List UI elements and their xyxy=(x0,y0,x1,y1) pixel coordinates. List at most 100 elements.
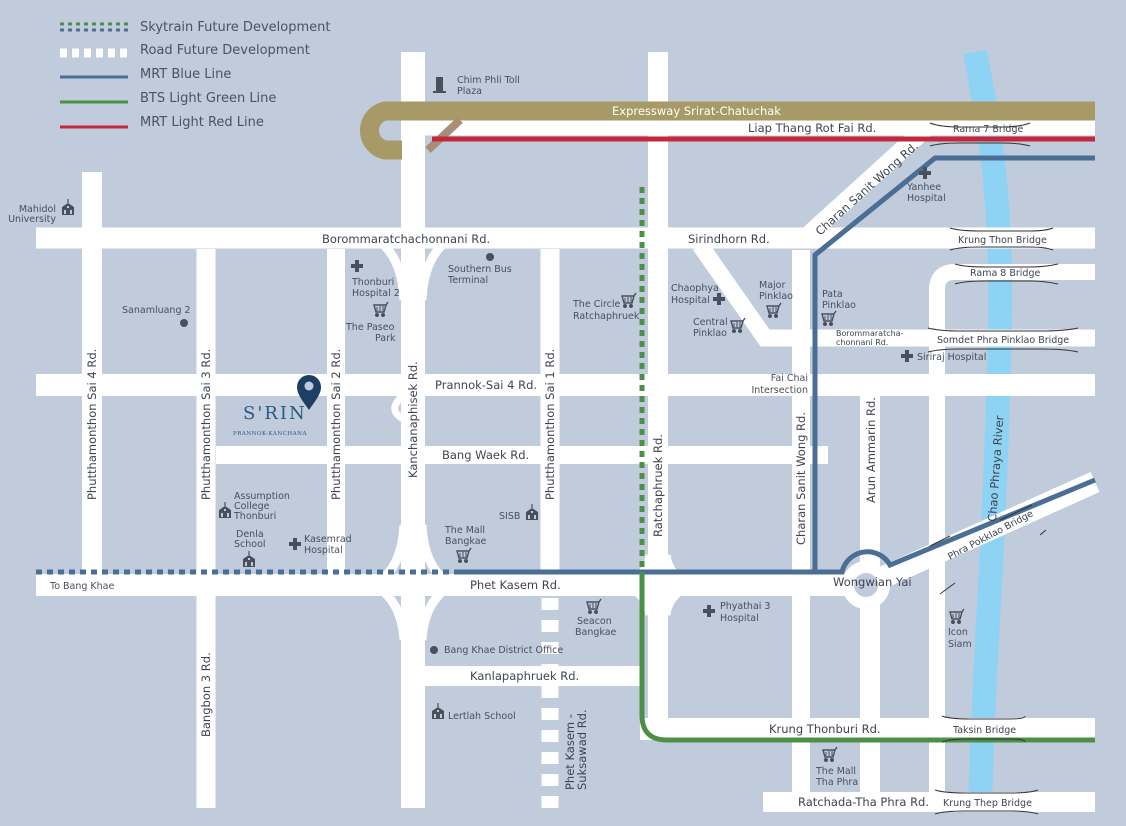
place-label: The Circle xyxy=(572,299,621,310)
place-label: Plaza xyxy=(457,86,482,97)
place-label: Phyathai 3 xyxy=(720,601,770,612)
place-label: Pinklao xyxy=(693,328,727,339)
bridge-label: Rama 8 Bridge xyxy=(970,268,1040,279)
place-label: Icon xyxy=(948,627,968,638)
place-label: Mahidol xyxy=(19,204,56,215)
place-label: Hospital xyxy=(671,295,710,306)
bridge-label: Krung Thon Bridge xyxy=(958,235,1047,246)
landmark-dot-icon xyxy=(430,646,438,654)
place-label: Hospital 2 xyxy=(352,288,400,299)
toll-plaza-icon xyxy=(433,77,446,93)
road-label: Arun Ammarin Rd. xyxy=(864,397,878,503)
road-label: Phutthamonthon Sai 3 Rd. xyxy=(199,349,213,500)
road-label: Kanlapaphruek Rd. xyxy=(470,669,579,683)
place-label: School xyxy=(234,539,266,550)
bridge-label: Taksin Bridge xyxy=(952,725,1016,736)
place-label: Siriraj Hospital xyxy=(917,352,986,363)
legend-label: Skytrain Future Development xyxy=(140,20,330,35)
wongwian-yai-roundabout xyxy=(842,561,890,609)
bridge-label: Rama 7 Bridge xyxy=(953,124,1023,135)
place-label: University xyxy=(8,214,56,225)
road-label: Kanchanaphisek Rd. xyxy=(406,361,420,478)
pin-center xyxy=(304,381,314,391)
road-label: To Bang Khae xyxy=(49,581,115,592)
road-label: Intersection xyxy=(751,385,808,396)
road-label: Liap Thang Rot Fai Rd. xyxy=(748,121,876,135)
legend-item-mrt-red: MRT Light Red Line xyxy=(60,115,264,130)
place-label: Assumption xyxy=(234,491,290,502)
road-label: Phutthamonthon Sai 4 Rd. xyxy=(85,349,99,500)
place-label: The Mall xyxy=(815,766,856,777)
road-label: Krung Thonburi Rd. xyxy=(769,722,881,736)
place-label: Seacon xyxy=(577,616,612,627)
road-label: Phutthamonthon Sai 1 Rd. xyxy=(543,349,557,500)
place-label: Hospital xyxy=(720,613,759,624)
place-label: Terminal xyxy=(447,275,488,286)
place-label: Thonburi xyxy=(351,277,394,288)
legend-label: MRT Blue Line xyxy=(140,67,231,82)
mrt-blue-line xyxy=(455,155,1096,575)
road-label: chonnani Rd. xyxy=(836,338,888,347)
legend-item-mrt-blue: MRT Blue Line xyxy=(60,67,231,82)
road-label: Prannok-Sai 4 Rd. xyxy=(435,378,537,392)
place-label: Lertlah School xyxy=(448,711,516,722)
road-label: Charan Sanit Wong Rd. xyxy=(794,412,808,545)
place-label: Pinklao xyxy=(822,300,856,311)
road-label: Phet Kasem Rd. xyxy=(470,578,561,592)
legend-item-road-future: Road Future Development xyxy=(60,43,310,58)
place-label: College xyxy=(234,501,270,512)
place-label: SISB xyxy=(499,511,520,522)
place-label: Southern Bus xyxy=(448,264,512,275)
chao-phraya-river xyxy=(963,49,1013,813)
place-label: Ratchaphruek xyxy=(573,311,640,322)
location-pin-icon[interactable] xyxy=(297,375,321,410)
roads xyxy=(36,52,1100,812)
place-label: Hospital xyxy=(304,545,343,556)
landmark-dot-icon xyxy=(486,253,494,261)
place-label: Chaophya xyxy=(671,283,719,294)
expressway-ramp xyxy=(425,117,463,153)
expressway-line xyxy=(360,101,1095,160)
bridge-label: Somdet Phra Pinklao Bridge xyxy=(937,335,1069,346)
road-label: Fai Chai xyxy=(771,373,808,384)
legend-label: MRT Light Red Line xyxy=(140,115,264,130)
place-label: Central xyxy=(693,317,728,328)
place-label: Siam xyxy=(948,639,972,650)
legend-item-skytrain-future: Skytrain Future Development xyxy=(60,20,330,35)
legend-label: BTS Light Green Line xyxy=(140,91,276,106)
place-label: Pinklao xyxy=(759,291,793,302)
road-label: Ratchaphruek Rd. xyxy=(651,434,665,537)
place-label: Yanhee xyxy=(906,182,941,193)
place-label: Kasemrad xyxy=(304,534,352,545)
place-label: Denla xyxy=(236,529,264,540)
road-label: Expressway Srirat-Chatuchak xyxy=(612,104,781,118)
bts-light-green-line xyxy=(639,572,1095,743)
place-label: Bangkae xyxy=(445,536,487,547)
road-label: Ratchada-Tha Phra Rd. xyxy=(798,795,929,809)
place-label: Tha Phra xyxy=(815,777,858,788)
place-label: The Mall xyxy=(444,525,485,536)
place-label: Hospital xyxy=(907,193,946,204)
project-location[interactable]: S'RIN PRANNOK-KANCHANA xyxy=(233,375,321,437)
road-label: Borommaratchachonnani Rd. xyxy=(322,232,490,246)
place-label: Chim Phli Toll xyxy=(457,75,520,86)
place-label: Bang Khae District Office xyxy=(444,645,563,656)
road-label: Bang Waek Rd. xyxy=(442,448,529,462)
brand-logo: S'RIN xyxy=(243,403,307,424)
place-label: Thonburi xyxy=(233,511,276,522)
road-label: Wongwian Yai xyxy=(833,575,912,589)
road-label: Borommaratcha- xyxy=(836,329,904,338)
place-label: Pata xyxy=(822,289,843,300)
road-label: Phutthamonthon Sai 2 Rd. xyxy=(329,349,343,500)
place-label: Major xyxy=(759,280,785,291)
road-label: Suksawad Rd. xyxy=(575,709,589,790)
place-label: The Paseo xyxy=(345,322,395,333)
road-label: Sirindhorn Rd. xyxy=(688,232,770,246)
road-label: Bangbon 3 Rd. xyxy=(199,652,213,737)
landmark-dot-icon xyxy=(180,319,188,327)
road-label: Phet Kasem - xyxy=(563,714,577,790)
brand-subtitle: PRANNOK-KANCHANA xyxy=(233,431,307,437)
legend-label: Road Future Development xyxy=(140,43,310,58)
place-label: Bangkae xyxy=(575,627,617,638)
